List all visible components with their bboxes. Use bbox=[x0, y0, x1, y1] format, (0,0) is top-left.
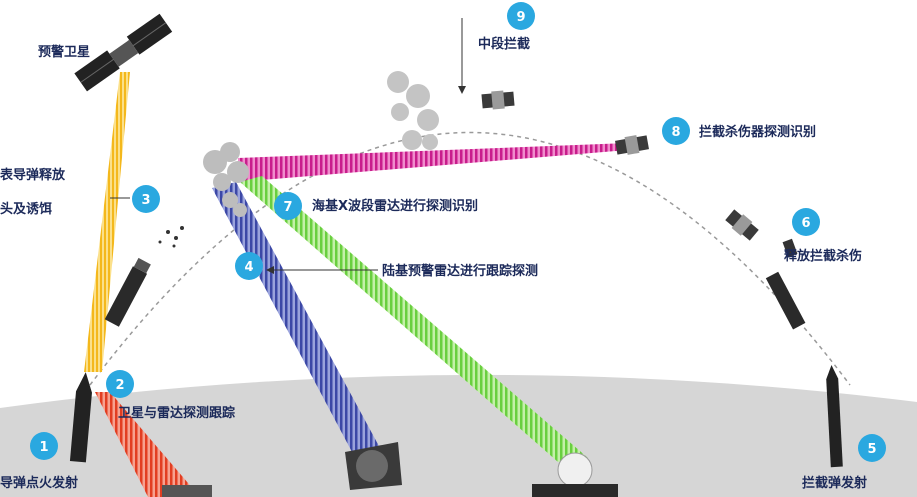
step-7-label: 海基X波段雷达进行探测识别 bbox=[312, 198, 478, 214]
step-badge-9: 9 bbox=[507, 2, 535, 30]
step-badge-7: 7 bbox=[274, 192, 302, 220]
step-4-label: 陆基预警雷达进行跟踪探测 bbox=[382, 263, 538, 279]
step-badge-8: 8 bbox=[662, 117, 690, 145]
earth-ground bbox=[0, 374, 917, 497]
kill-vehicle-beam bbox=[238, 143, 628, 182]
svg-text:5: 5 bbox=[867, 442, 876, 457]
step-9-label: 中段拦截 bbox=[478, 36, 530, 52]
svg-text:6: 6 bbox=[801, 216, 810, 231]
sea-radar-beam bbox=[240, 176, 588, 462]
step-1-label: 导弹点火发射 bbox=[0, 475, 78, 491]
step-6-label: 释放拦截杀伤 bbox=[784, 248, 862, 264]
step-8-label: 拦截杀伤器探测识别 bbox=[699, 124, 816, 140]
ground-radar-beam bbox=[95, 392, 200, 497]
svg-text:9: 9 bbox=[516, 10, 525, 25]
kill-vehicle-icon-2 bbox=[615, 135, 649, 155]
step-badge-5: 5 bbox=[858, 434, 886, 462]
step-5-label: 拦截弹发射 bbox=[802, 475, 867, 491]
svg-text:3: 3 bbox=[141, 193, 150, 208]
kill-vehicle-release-icon bbox=[782, 238, 798, 258]
arrow-step-9-head bbox=[458, 86, 466, 94]
step-3-label-line2: 头及诱饵 bbox=[0, 201, 52, 217]
ground-station-icon bbox=[162, 485, 212, 497]
step-badge-4: 4 bbox=[235, 252, 263, 280]
enemy-missile-icon bbox=[69, 372, 92, 463]
interceptor-missile-icon bbox=[826, 365, 843, 468]
step-3-label-line1: 表导弹释放 bbox=[0, 167, 66, 183]
svg-text:4: 4 bbox=[244, 260, 253, 275]
debris-cloud-top bbox=[387, 71, 439, 150]
land-radar-beam bbox=[212, 182, 380, 452]
warhead-release-icon bbox=[104, 257, 151, 327]
decoy-particles bbox=[158, 226, 184, 248]
svg-text:1: 1 bbox=[39, 440, 48, 455]
satellite-icon bbox=[74, 13, 173, 92]
step-2-label: 卫星与雷达探测跟踪 bbox=[118, 405, 235, 421]
svg-text:8: 8 bbox=[671, 125, 680, 140]
step-badge-6: 6 bbox=[792, 208, 820, 236]
svg-text:2: 2 bbox=[115, 378, 124, 393]
interceptor-booster-icon bbox=[765, 271, 806, 330]
step-badge-1: 1 bbox=[30, 432, 58, 460]
arrow-step-4-head bbox=[266, 266, 274, 274]
interceptor-trajectory bbox=[89, 131, 851, 386]
step-badge-3: 3 bbox=[132, 185, 160, 213]
step-badge-2: 2 bbox=[106, 370, 134, 398]
land-radar-icon bbox=[345, 442, 402, 490]
kill-vehicle-icon bbox=[481, 90, 515, 110]
satellite-beam bbox=[84, 72, 130, 372]
satellite-label: 预警卫星 bbox=[38, 44, 90, 60]
decoy-cloud-left bbox=[203, 142, 249, 217]
svg-text:7: 7 bbox=[283, 200, 292, 215]
kill-vehicle-icon-3 bbox=[725, 209, 759, 241]
sea-radar-icon bbox=[532, 452, 618, 497]
